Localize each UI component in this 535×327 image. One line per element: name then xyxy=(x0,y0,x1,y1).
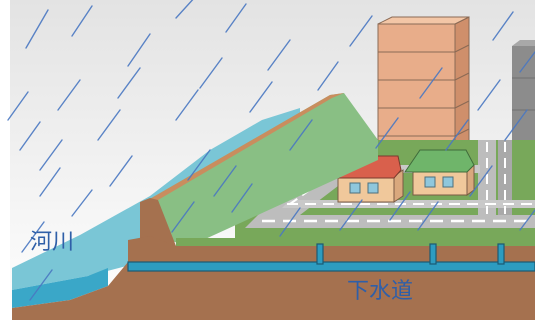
rain xyxy=(7,0,535,301)
sewer-label: 下水道 xyxy=(347,279,414,304)
bottom-border xyxy=(0,320,535,327)
sewer-pipe xyxy=(127,243,535,272)
river-label: 河川 xyxy=(30,230,75,255)
ground-top-band xyxy=(176,238,535,246)
house-green-roof xyxy=(404,149,475,196)
soil-cross-section xyxy=(12,236,535,320)
river-deep-water xyxy=(12,268,108,308)
left-border xyxy=(0,0,10,327)
